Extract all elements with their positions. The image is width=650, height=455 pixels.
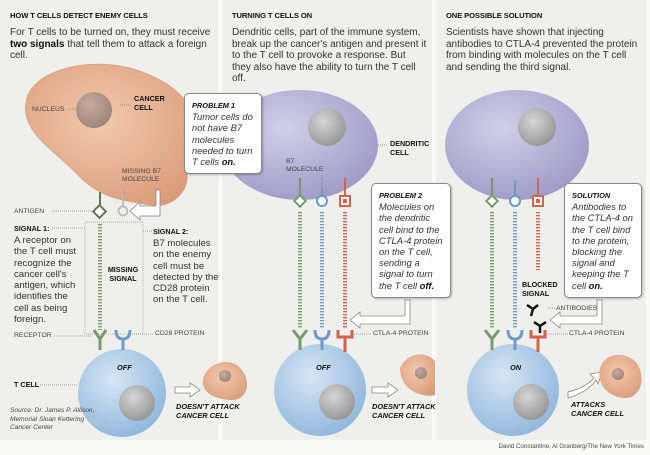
panel-title: TURNING T CELLS ON: [232, 11, 313, 20]
antigen-icon: [91, 203, 108, 220]
ctla4-label-3: CTLA-4 PROTEIN: [569, 330, 625, 337]
source-note: Source: Dr. James P. Allison, Memorial S…: [10, 407, 95, 431]
cancer-nucleus: [76, 92, 112, 128]
cancer-cell: [25, 63, 196, 207]
nucleus-label: NUCLEUS: [32, 106, 65, 113]
missing-b7-icon: [117, 205, 129, 217]
antibody-icon: [526, 303, 539, 317]
t-cell-label: T CELL: [14, 380, 40, 389]
b7-molecule-label: B7 MOLECULE: [286, 158, 324, 173]
credit-line: David Constantine, Al Granberg/The New Y…: [498, 443, 644, 450]
panel-title: ONE POSSIBLE SOLUTION: [446, 11, 543, 20]
signal-2-text: B7 molecules on the enemy cell must be d…: [153, 238, 219, 306]
panel-intro: For T cells to be turned on, they must r…: [10, 27, 215, 62]
t-cell-2: [274, 344, 366, 436]
receptor-icon: [92, 329, 108, 350]
arrow-icon: [174, 382, 201, 398]
callout-text: Antibodies to the CTLA-4 on the T cell b…: [572, 201, 633, 291]
state-off-1: OFF: [117, 363, 132, 372]
antibody-icon: [533, 320, 547, 333]
dendritic-cell-label: DENDRITIC CELL: [390, 139, 430, 157]
antigen-label: ANTIGEN: [14, 208, 45, 215]
intro-text-end: that tell them to attack a foreign cell.: [10, 38, 207, 62]
outcome-1: DOESN'T ATTACK CANCER CELL: [176, 402, 240, 420]
cd28-label: CD28 PROTEIN: [155, 330, 205, 337]
callout-text: Molecules on the dendritic cell bind to …: [379, 201, 443, 291]
blocked-signal-label: BLOCKED SIGNAL: [522, 280, 558, 298]
ctla4-protein-icon: [336, 330, 354, 352]
callout-bold: off.: [419, 279, 435, 291]
callout-heading: PROBLEM 2: [379, 191, 423, 200]
missing-signal-label: MISSING SIGNAL: [107, 265, 139, 283]
callout-bold: on.: [588, 279, 603, 291]
dendritic-nucleus-2: [308, 108, 346, 146]
signal-1-text: A receptor on the T cell must recognize …: [14, 235, 77, 326]
cancer-cell-label: CANCER CELL: [134, 94, 165, 112]
attack-arrow-icon: [567, 371, 603, 399]
signal-2-heading: SIGNAL 2:: [153, 227, 189, 236]
state-off-2: OFF: [316, 363, 331, 372]
signal-1-heading: SIGNAL 1:: [14, 224, 50, 233]
antibodies-label: ANTIBODIES: [556, 305, 598, 312]
callout-heading: PROBLEM 1: [192, 101, 236, 110]
cd28-protein-icon: [114, 329, 132, 350]
state-on: ON: [510, 363, 522, 372]
callout-bold: on.: [221, 156, 236, 168]
callout-heading: SOLUTION: [572, 191, 611, 200]
receptor-label: RECEPTOR: [14, 332, 52, 339]
outcome-2: DOESN'T ATTACK CANCER CELL: [372, 402, 436, 420]
missing-b7-label: MISSING B7 MOLECULE: [122, 168, 161, 183]
t-cell-nucleus-1: [119, 385, 155, 421]
ctla4-label-2: CTLA-4 PROTEIN: [373, 330, 429, 337]
panel-intro: Scientists have shown that injecting ant…: [446, 27, 638, 73]
outcome-3: ATTACKS CANCER CELL: [571, 400, 624, 418]
callout-text: Tumor cells do not have B7 molecules nee…: [192, 111, 253, 168]
intro-text: For T cells to be turned on, they must r…: [10, 27, 211, 38]
panel-intro: Dendritic cells, part of the immune syst…: [232, 27, 427, 84]
intro-bold: two signals: [10, 38, 65, 50]
t-cell-3: [467, 344, 559, 436]
panel-title: HOW T CELLS DETECT ENEMY CELLS: [10, 11, 148, 20]
b7-molecule-icon: [316, 195, 328, 207]
